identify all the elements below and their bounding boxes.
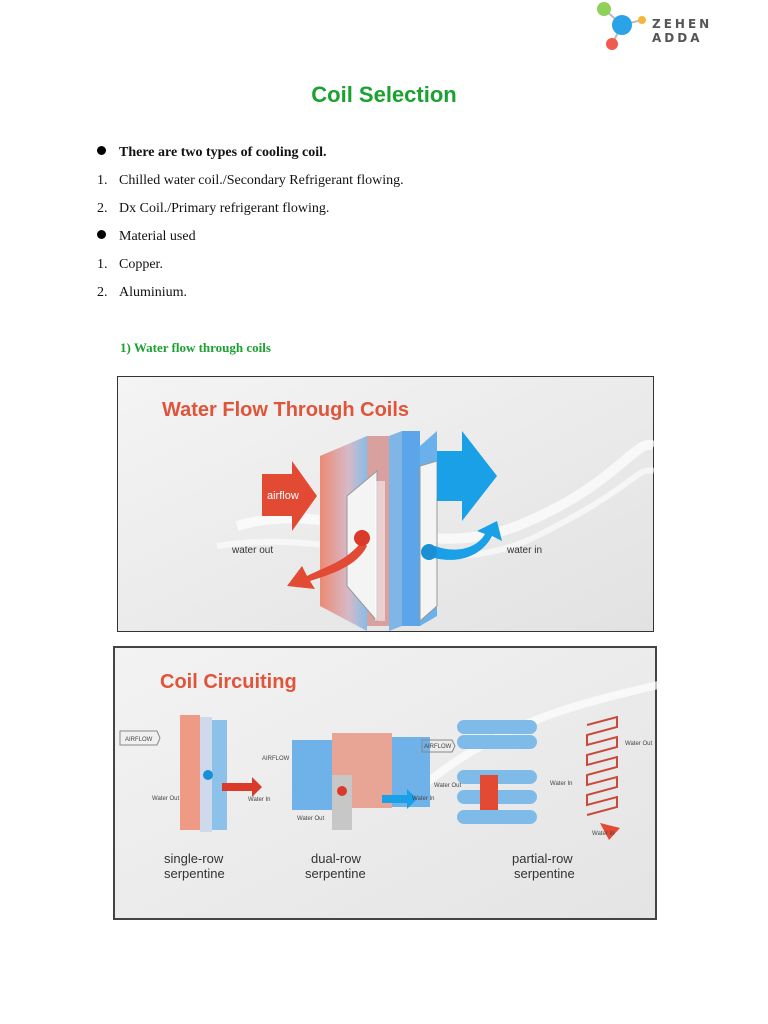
list-item: 2.Dx Coil./Primary refrigerant flowing.: [97, 201, 330, 216]
water-flow-figure: Water Flow Through Coils airflow water o…: [117, 376, 654, 632]
list-item: Material used: [97, 229, 196, 245]
list-item: 1.Chilled water coil./Secondary Refriger…: [97, 173, 404, 188]
partial-row-label: partial-row: [512, 851, 573, 866]
section-subheading: 1) Water flow through coils: [120, 340, 271, 355]
airflow-label: airflow: [267, 490, 299, 502]
svg-text:Water In: Water In: [550, 781, 572, 787]
list-item: 2.Aluminium.: [97, 285, 188, 300]
dual-row-label-2: serpentine: [305, 866, 366, 881]
svg-text:Water In: Water In: [412, 796, 434, 802]
partial-row-coil: AIRFLOW Water Out Water In: [421, 720, 572, 824]
water-out-arrow-icon: [287, 541, 367, 589]
single-row-label: single-row: [164, 851, 224, 866]
svg-text:Water Out: Water Out: [297, 816, 324, 822]
coil-circuiting-figure: Coil Circuiting AIRFLOW Water Out Water …: [112, 645, 658, 921]
airflow-arrow-icon: [262, 461, 317, 531]
brand-logo: [590, 0, 768, 52]
page-title: Coil Selection: [311, 82, 457, 107]
brand-name: ZEHEN ADDA: [652, 17, 713, 45]
bullet-icon: [97, 230, 106, 239]
water-in-label: water in: [506, 545, 542, 556]
list-item: 1.Copper.: [97, 257, 163, 272]
svg-text:Water Out: Water Out: [152, 796, 179, 802]
dual-row-label: dual-row: [311, 851, 361, 866]
molecule-logo-icon: [597, 2, 646, 50]
svg-text:AIRFLOW: AIRFLOW: [262, 756, 290, 762]
svg-text:AIRFLOW: AIRFLOW: [125, 737, 153, 743]
water-in-arrow-icon: [427, 521, 502, 560]
coil-illustration: [320, 431, 438, 631]
figure-title: Water Flow Through Coils: [162, 399, 409, 421]
water-out-label: water out: [231, 545, 273, 556]
serpentine-tube: Water Out Water In: [586, 715, 652, 840]
single-row-coil: AIRFLOW Water Out Water In: [119, 715, 270, 832]
svg-text:AIRFLOW: AIRFLOW: [424, 744, 452, 750]
svg-text:Water In: Water In: [592, 831, 614, 837]
partial-row-label-2: serpentine: [514, 866, 575, 881]
svg-text:Water Out: Water Out: [625, 741, 652, 747]
single-row-label-2: serpentine: [164, 866, 225, 881]
svg-text:Water Out: Water Out: [434, 783, 461, 789]
figure-title: Coil Circuiting: [160, 671, 297, 693]
svg-text:Water In: Water In: [248, 797, 270, 803]
bullet-icon: [97, 146, 106, 155]
outflow-arrow-icon: [437, 431, 497, 521]
list-item: There are two types of cooling coil.: [97, 145, 327, 161]
dual-row-coil: AIRFLOW Water Out Water In: [262, 733, 434, 830]
